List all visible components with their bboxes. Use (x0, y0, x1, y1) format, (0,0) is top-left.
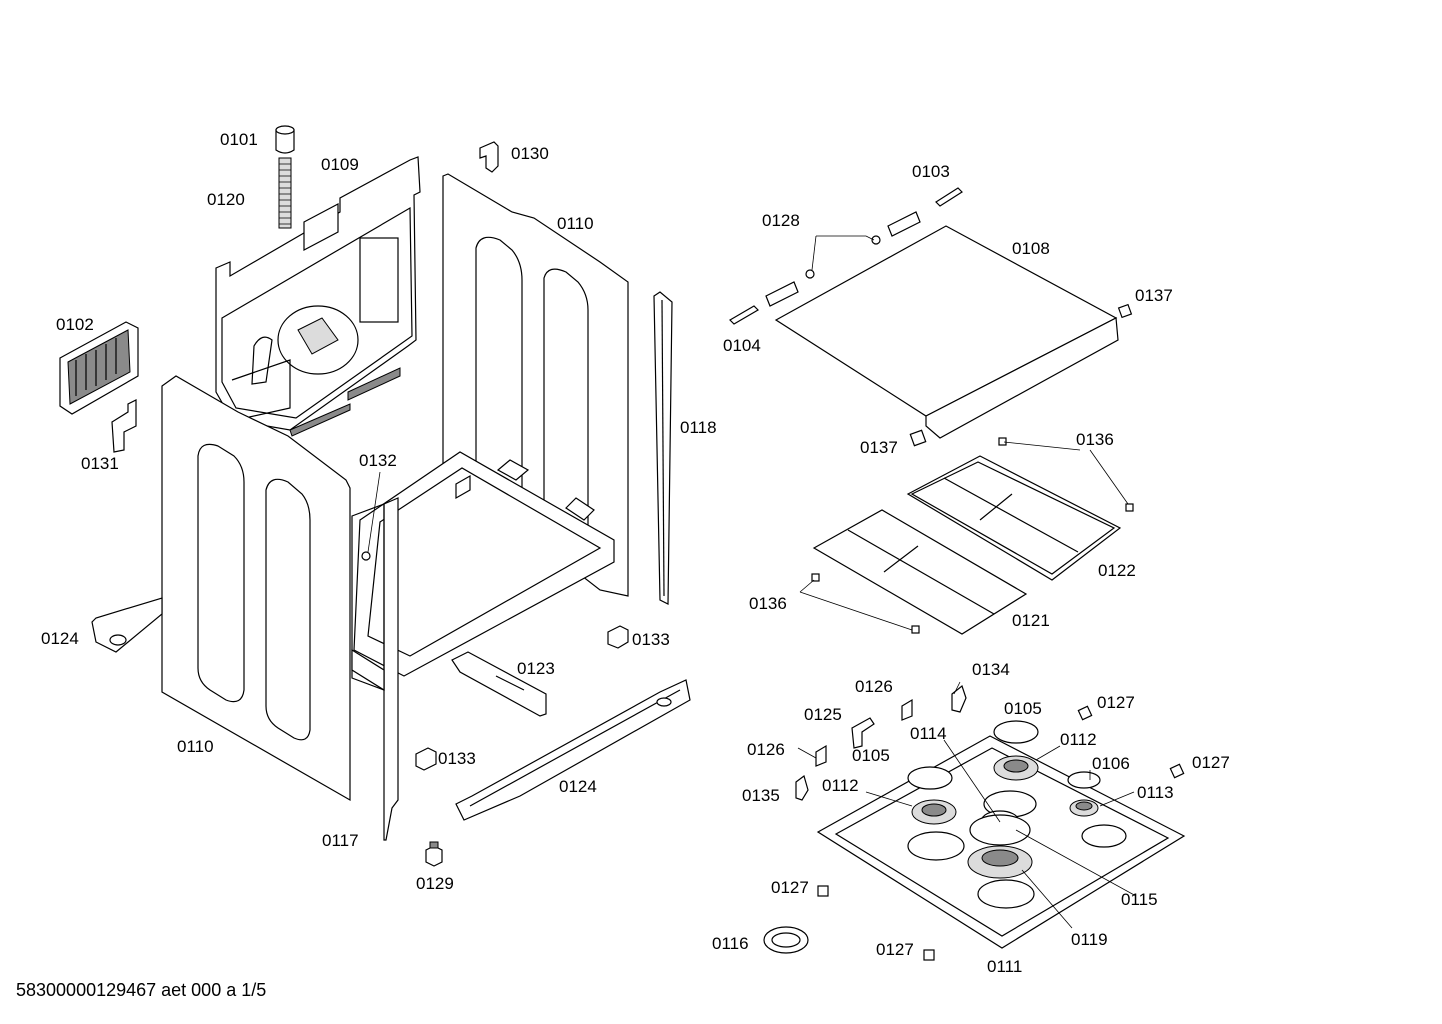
part-0125-valve (851, 717, 875, 749)
part-0127-clip-c (817, 885, 829, 897)
label-0116: 0116 (712, 934, 749, 953)
label-0119: 0119 (1071, 930, 1108, 949)
label-0115: 0115 (1121, 890, 1158, 909)
part-0136-foot-c (811, 573, 820, 582)
part-0133-clip-upper (607, 625, 629, 649)
part-0121-pan-support (812, 509, 1028, 635)
part-0101-cap (275, 125, 295, 154)
part-0113-burner-small (1067, 771, 1101, 817)
label-0102: 0102 (56, 315, 94, 334)
part-0127-clip-a (1077, 705, 1093, 721)
label-0101: 0101 (220, 130, 258, 149)
label-0103: 0103 (912, 162, 950, 181)
label-0137-upper: 0137 (1135, 286, 1173, 305)
part-0136-foot-d (911, 625, 920, 634)
part-0133-clip-lower (415, 747, 437, 771)
label-0112-lower: 0112 (822, 776, 859, 795)
label-0136-lower: 0136 (749, 594, 787, 613)
part-labels: 0101 0109 0120 0130 0110 0102 0131 0132 … (41, 130, 1230, 976)
part-0130-clip (479, 141, 499, 173)
oven-floor-tray (353, 451, 615, 677)
part-0103-screw (935, 187, 963, 207)
label-0136-upper: 0136 (1076, 430, 1114, 449)
label-0124-left: 0124 (41, 629, 79, 648)
leader-lines (367, 235, 1137, 929)
part-0126-bracket-lower (815, 744, 827, 767)
part-0124-front-rail (455, 679, 691, 821)
part-0136-foot-b (1125, 503, 1134, 512)
part-0128-hinge-upper (871, 211, 921, 245)
label-0125: 0125 (804, 705, 842, 724)
label-0110-right: 0110 (557, 214, 594, 233)
label-0127-a: 0127 (1097, 693, 1135, 712)
label-0105-lower: 0105 (852, 746, 890, 765)
label-0133-upper: 0133 (632, 630, 670, 649)
part-0129-nut (425, 841, 443, 867)
part-0123-slide-rail (451, 651, 547, 717)
label-0133-lower: 0133 (438, 749, 476, 768)
part-0104-screw (729, 305, 759, 325)
part-0132-screw (361, 551, 371, 561)
label-0117: 0117 (322, 831, 359, 850)
label-0113: 0113 (1137, 783, 1174, 802)
part-0122-pan-support (906, 455, 1122, 581)
document-footer-id: 58300000129467 aet 000 a 1/5 (16, 980, 267, 1000)
label-0137-lower: 0137 (860, 438, 898, 457)
label-0131: 0131 (81, 454, 119, 473)
part-0131-bracket (111, 399, 137, 453)
label-0109: 0109 (321, 155, 359, 174)
part-0112-burner-left (907, 766, 957, 825)
label-0130: 0130 (511, 144, 549, 163)
part-0134-bracket (951, 684, 967, 713)
part-0137-pad-lower (909, 429, 927, 447)
part-0127-clip-d (923, 949, 935, 961)
label-0118: 0118 (680, 418, 717, 437)
label-0127-d: 0127 (876, 940, 914, 959)
label-0122: 0122 (1098, 561, 1136, 580)
part-0128-hinge-lower (765, 269, 815, 307)
label-0134: 0134 (972, 660, 1010, 679)
part-0137-pad-upper (1117, 303, 1133, 319)
part-0136-foot-a (998, 437, 1007, 446)
label-0114: 0114 (910, 724, 947, 743)
part-0117-front-upright (351, 497, 399, 841)
label-0127-b: 0127 (1192, 753, 1230, 772)
label-0112-upper: 0112 (1060, 730, 1097, 749)
part-0120-hose (278, 157, 292, 229)
label-0104: 0104 (723, 336, 761, 355)
label-0105-upper: 0105 (1004, 699, 1042, 718)
part-0102-grille (59, 321, 139, 415)
label-0127-c: 0127 (771, 878, 809, 897)
part-0119-burner-large (967, 810, 1033, 879)
label-0121: 0121 (1012, 611, 1050, 630)
label-0135: 0135 (742, 786, 780, 805)
label-0126-upper: 0126 (855, 677, 893, 696)
label-0123: 0123 (517, 659, 555, 678)
part-0127-clip-b (1169, 763, 1185, 779)
label-0120: 0120 (207, 190, 245, 209)
part-0112-burner-back (993, 720, 1039, 781)
label-0128: 0128 (762, 211, 800, 230)
label-0126-lower: 0126 (747, 740, 785, 759)
label-0110-left: 0110 (177, 737, 214, 756)
label-0129: 0129 (416, 874, 454, 893)
label-0132: 0132 (359, 451, 397, 470)
part-0110-left-side-panel (161, 375, 351, 802)
part-0108-glass-lid (774, 225, 1119, 439)
label-0124-front: 0124 (559, 777, 597, 796)
label-0111: 0111 (987, 957, 1022, 976)
part-0126-bracket-upper (901, 698, 913, 721)
label-0108: 0108 (1012, 239, 1050, 258)
part-0109-rear-panel (215, 156, 421, 437)
label-0106: 0106 (1092, 754, 1130, 773)
part-0118-side-strip (653, 291, 673, 605)
part-0135-clip (795, 774, 809, 801)
part-0124-left-rail (91, 597, 163, 653)
part-0116-ring (763, 926, 809, 954)
